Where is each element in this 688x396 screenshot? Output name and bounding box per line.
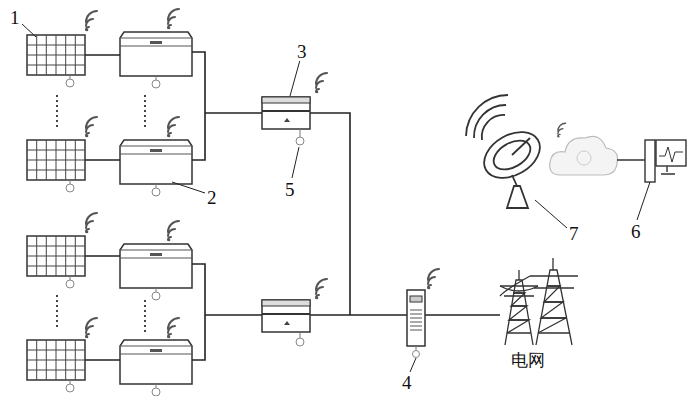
- callout-number: 4: [401, 373, 413, 392]
- callout-number: 2: [206, 188, 218, 207]
- grid-label: 电网: [510, 352, 546, 369]
- callout-number: 1: [9, 8, 21, 27]
- callout-number: 6: [630, 222, 642, 241]
- callout-number: 7: [568, 224, 580, 243]
- callout-number: 5: [284, 180, 296, 199]
- callout-number: 3: [296, 42, 308, 61]
